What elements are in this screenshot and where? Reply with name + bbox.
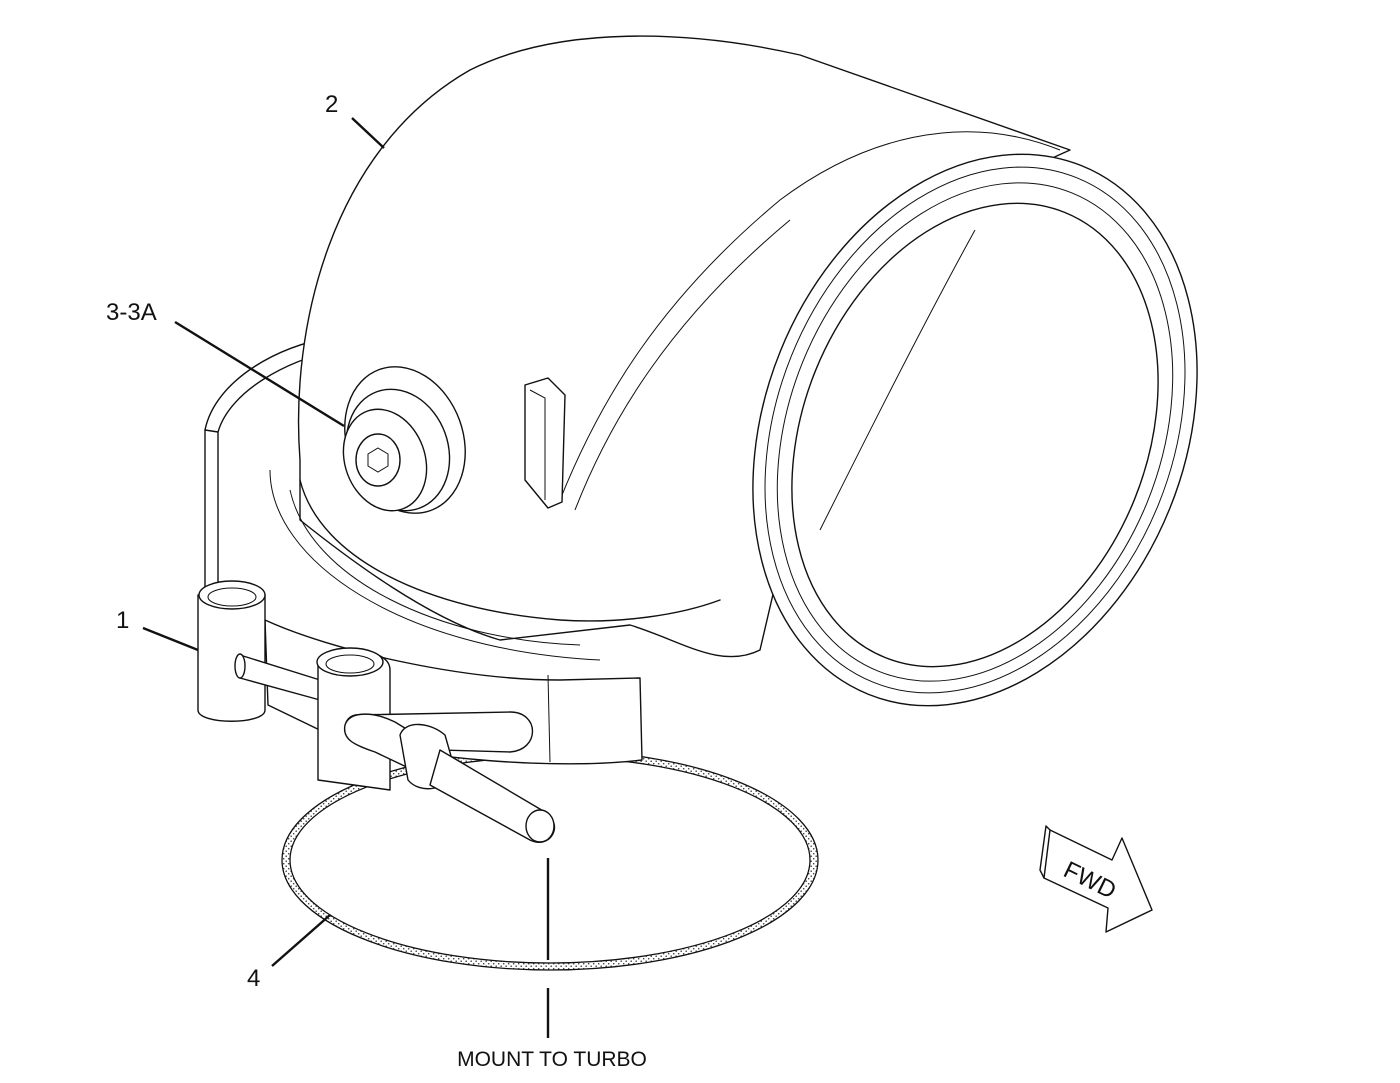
leader-line-1 [142,626,199,652]
gasket-part-4 [281,749,819,971]
callout-1: 1 [116,607,129,634]
mount-to-turbo-caption: MOUNT TO TURBO [457,1048,647,1071]
leader-line-4 [271,914,331,967]
leader-line-2 [351,117,385,149]
callout-4: 4 [247,965,260,992]
callout-2: 2 [325,91,338,118]
clamp-part-1-front [197,580,643,843]
fwd-direction-arrow: FWD [1039,825,1153,933]
callout-3-3a: 3-3A [106,299,157,326]
elbow-part-2 [269,35,1198,707]
leader-line-3-3a [174,320,345,428]
